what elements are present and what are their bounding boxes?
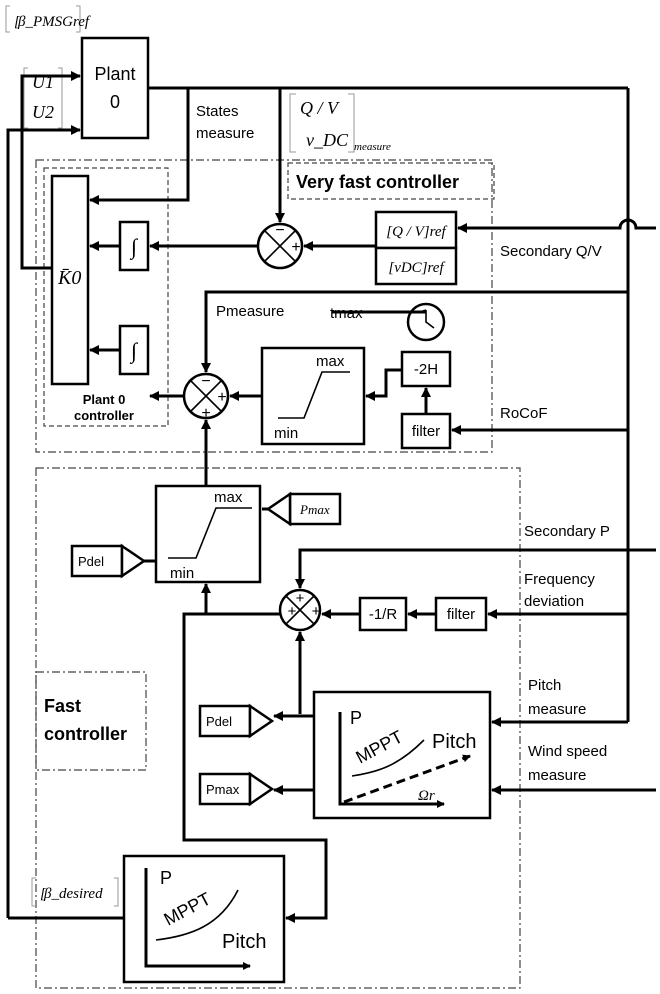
minus-2h-label: -2H	[414, 361, 438, 378]
filter-rocof-label: filter	[412, 423, 440, 440]
integrator-block-upper: ∫	[118, 220, 150, 272]
droop-gain-label: -1/R	[369, 606, 398, 623]
filter-block-frequency: filter	[434, 596, 488, 632]
ramp-limiter-block: max min	[260, 346, 366, 446]
u2-label: U2	[32, 102, 54, 122]
k0-label: K̄0	[57, 267, 81, 289]
mppt-pitch-block: P MPPT Pitch Ωr	[312, 690, 492, 820]
delta-limiter-block: max min	[154, 484, 262, 584]
fast-controller-title-line1: Fast	[44, 696, 81, 716]
vdc-ref-label: [vDC]ref	[388, 260, 445, 276]
pdel-upper-label: Pdel	[78, 554, 104, 569]
mppt-pitch-block-bottom: P MPPT Pitch	[122, 854, 286, 984]
filter-frequency-label: filter	[447, 606, 475, 623]
states-measure-line1: States	[196, 103, 239, 120]
beta-pmsg-ref-bracket: [ β_PMSGref	[5, 5, 91, 33]
beta-pmsg-ref-label: β_PMSGref	[17, 14, 91, 30]
pmax-upper-label: Pmax	[299, 502, 330, 517]
fast-controller-title-line2: controller	[44, 724, 127, 744]
minus-2h-block: -2H	[400, 350, 452, 388]
svg-text:−: −	[275, 222, 284, 239]
u-vector-bracket: U1 U2	[23, 67, 63, 129]
wind-speed-line2: measure	[528, 767, 586, 784]
summing-junction-fast: + + +	[278, 588, 322, 632]
plant0-controller-region	[43, 167, 169, 427]
secondary-qv-label: Secondary Q/V	[500, 243, 602, 260]
svg-text:+: +	[201, 405, 210, 422]
qv-ref-label: [Q / V]ref	[386, 224, 447, 240]
plant0-label-line2: 0	[110, 92, 120, 112]
pdel-triangle-lower: Pdel	[198, 703, 275, 739]
qv-measure-top: Q / V	[300, 98, 340, 118]
svg-text:+: +	[296, 590, 305, 607]
svg-text:+: +	[312, 603, 321, 620]
svg-text:+: +	[288, 603, 297, 620]
filter-block-rocof: filter	[400, 412, 452, 450]
pmax-triangle-lower: Pmax	[198, 771, 275, 807]
rocof-label: RoCoF	[500, 405, 548, 422]
summing-junction-p: − + +	[182, 372, 230, 422]
pdel-lower-label: Pdel	[206, 714, 232, 729]
pitch-label-mid: Pitch	[432, 731, 476, 753]
limiter-min-label: min	[170, 565, 194, 582]
pdel-triangle-upper: Pdel	[70, 543, 147, 579]
mppt-bottom-p-axis: P	[160, 868, 172, 888]
svg-text:−: −	[201, 373, 210, 390]
very-fast-controller-title: Very fast controller	[296, 172, 459, 192]
summing-junction-qv: − +	[256, 222, 304, 270]
pitch-measure-line1: Pitch	[528, 677, 561, 694]
pmax-lower-label: Pmax	[206, 782, 240, 797]
states-measure-line2: measure	[196, 125, 254, 142]
mppt-p-axis: P	[350, 708, 362, 728]
limiter-max-label: max	[214, 489, 243, 506]
qv-ref-block: [Q / V]ref	[374, 210, 458, 250]
svg-text:+: +	[217, 389, 226, 406]
beta-desired-bracket: [ β_desired	[31, 877, 119, 907]
qv-measure-bottom: v_DC	[306, 130, 349, 150]
k0-gain-block: K̄0	[50, 174, 90, 386]
droop-gain-block: -1/R	[358, 596, 408, 632]
frequency-deviation-line1: Frequency	[524, 571, 595, 588]
very-fast-label-frame	[287, 162, 495, 200]
pitch-measure-line2: measure	[528, 701, 586, 718]
plant0-controller-line1: Plant 0	[83, 392, 126, 407]
svg-text:∫: ∫	[129, 234, 139, 260]
pmax-triangle-upper: Pmax	[265, 491, 342, 527]
fast-controller-label-region	[35, 671, 147, 771]
plant0-label-line1: Plant	[94, 64, 135, 84]
ramp-max-label: max	[316, 353, 345, 370]
qv-measure-sub: measure	[354, 141, 391, 153]
qv-measure-bracket: Q / V v_DC measure	[289, 93, 391, 153]
svg-text:+: +	[291, 239, 300, 256]
plant0-block: Plant 0	[80, 36, 150, 140]
svg-text:[: [	[40, 886, 47, 902]
very-fast-controller-region	[35, 159, 493, 453]
svg-text:[: [	[14, 14, 21, 30]
beta-desired-label: β_desired	[43, 886, 103, 902]
integrator-block-lower: ∫	[118, 324, 150, 376]
omega-r-label: Ωr	[418, 788, 435, 804]
frequency-deviation-line2: deviation	[524, 593, 584, 610]
pitch-bottom-label: Pitch	[222, 931, 266, 953]
vdc-ref-block: [vDC]ref	[374, 246, 458, 286]
plant0-controller-line2: controller	[74, 408, 134, 423]
svg-text:∫: ∫	[129, 338, 139, 364]
secondary-p-label: Secondary P	[524, 523, 610, 540]
wind-speed-line1: Wind speed	[528, 743, 607, 760]
clock-icon	[406, 302, 446, 342]
p-measure-label: Pmeasure	[216, 303, 284, 320]
ramp-min-label: min	[274, 425, 298, 442]
